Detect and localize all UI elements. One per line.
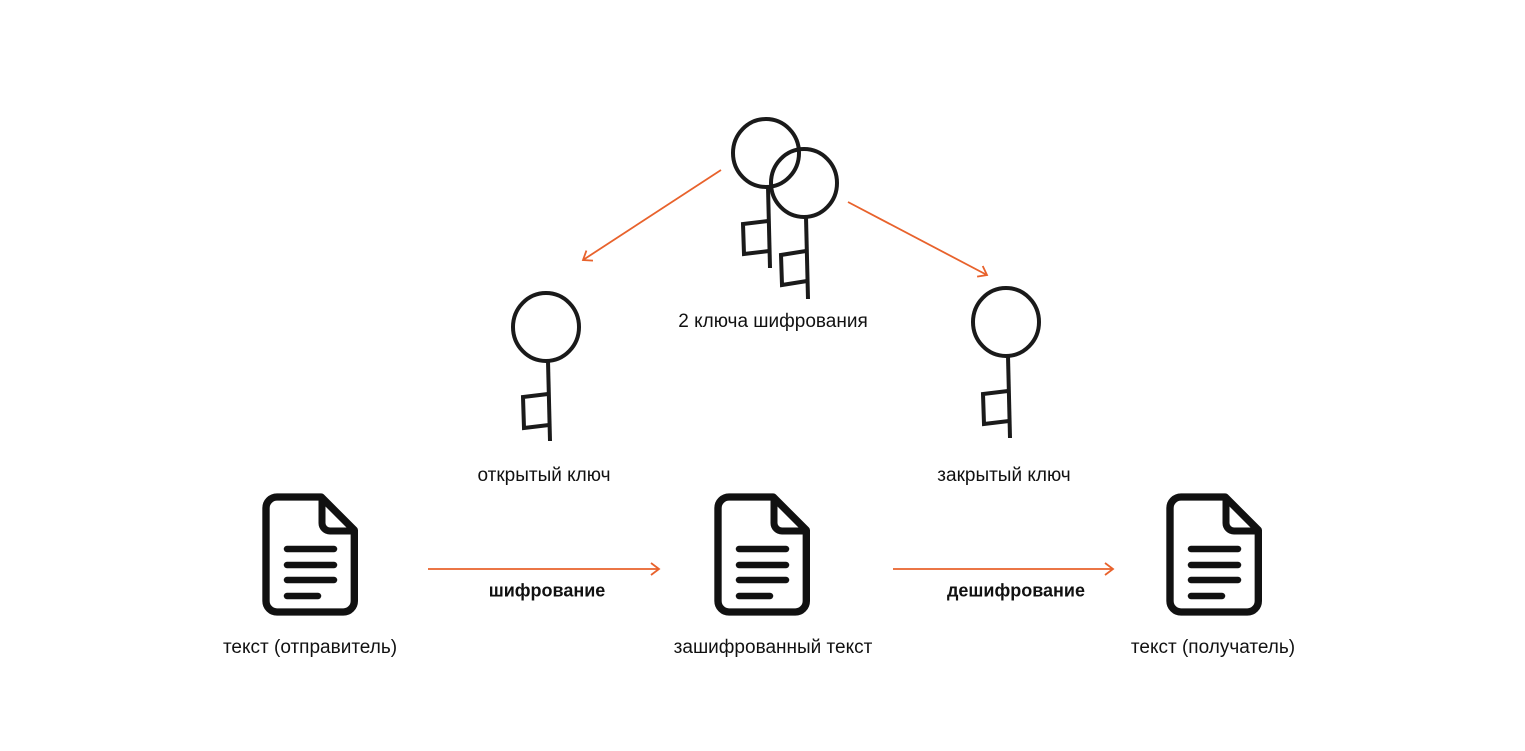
arrow-to-public-key bbox=[581, 169, 722, 262]
decryption-label: дешифрование bbox=[946, 580, 1086, 601]
cipher-text-label: зашифрованный текст bbox=[673, 637, 873, 658]
public-key-icon bbox=[511, 291, 581, 442]
private-key-label: закрытый ключ bbox=[937, 465, 1071, 486]
key-pair-icon bbox=[731, 117, 839, 300]
document-icon-encrypted bbox=[718, 497, 806, 612]
public-key-label: открытый ключ bbox=[477, 465, 611, 486]
document-icon-receiver bbox=[1170, 497, 1258, 612]
private-key-icon bbox=[971, 286, 1041, 439]
arrow-to-private-key bbox=[847, 201, 989, 278]
sender-text-label: текст (отправитель) bbox=[222, 637, 398, 658]
document-icon-sender bbox=[266, 497, 354, 612]
encryption-label: шифрование bbox=[488, 580, 606, 601]
receiver-text-label: текст (получатель) bbox=[1130, 637, 1296, 658]
key-pair-label: 2 ключа шифрования bbox=[678, 311, 868, 332]
